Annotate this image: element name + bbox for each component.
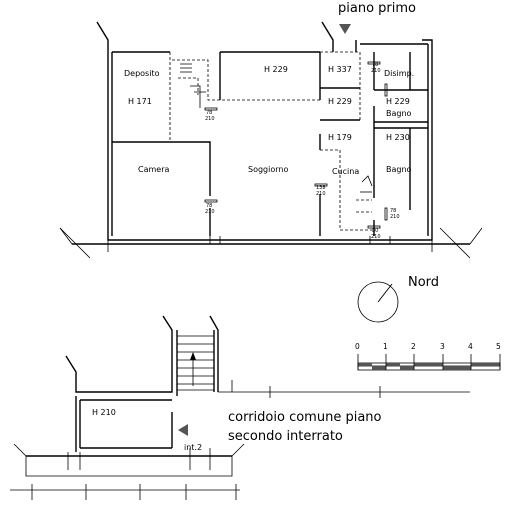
- scale-tick-4: 4: [468, 342, 473, 351]
- room-height-bagno-small: H 229: [386, 97, 410, 106]
- compass: Nord: [357, 275, 439, 323]
- door-dim-6-width: 78: [390, 208, 396, 214]
- room-cucina-label: Cucina: [332, 167, 359, 176]
- unit-entrance-arrow-icon: [178, 424, 188, 436]
- door-dim-4-width: 78: [372, 62, 378, 68]
- upper-floor-plan: Deposito H 171 H 229 H 337 Disimp. H 229…: [59, 21, 483, 259]
- scale-tick-0: 0: [355, 342, 360, 351]
- corridor-label-line1: corridoio comune piano: [228, 410, 382, 425]
- room-height-corridor: H 229: [328, 97, 352, 106]
- room-height-ingresso: H 337: [328, 65, 352, 74]
- scale-bar: 0 1 2 3 4 5: [355, 342, 501, 371]
- room-height-bagno: H 230: [386, 133, 410, 142]
- door-dim-3-width: 138: [316, 185, 326, 191]
- compass-circle-icon: [357, 281, 399, 323]
- door-dim-3-height: 210: [316, 191, 326, 197]
- scale-tick-2: 2: [411, 342, 416, 351]
- compass-label: Nord: [408, 275, 439, 290]
- room-height-cucina: H 179: [328, 133, 352, 142]
- lower-floor-plan: H 210 corridoio comune piano secondo int…: [10, 315, 470, 500]
- room-height-deposito: H 171: [128, 97, 152, 106]
- door-dim-4-height: 210: [371, 68, 381, 74]
- door-dim-1-width: 78: [206, 110, 212, 116]
- unit-label: int.2: [184, 443, 202, 452]
- door-dim-2-width: 78: [206, 203, 212, 209]
- scale-tick-3: 3: [440, 342, 445, 351]
- corridor-label-line2: secondo interrato: [228, 429, 343, 444]
- door-dim-1-height: 210: [205, 116, 215, 122]
- room-soggiorno-label: Soggiorno: [248, 165, 288, 174]
- scale-tick-5: 5: [496, 342, 501, 351]
- room-disimpegno-label: Disimp.: [384, 69, 414, 78]
- room-bagno-label: Bagno: [386, 165, 412, 174]
- scale-tick-1: 1: [383, 342, 388, 351]
- room-height-soggiorno-top: H 229: [264, 65, 288, 74]
- door-dim-5-height: 210: [371, 234, 381, 240]
- room-deposito-label: Deposito: [124, 69, 160, 78]
- room-height-interrato: H 210: [92, 408, 116, 417]
- north-arrow-icon: [377, 283, 393, 303]
- room-bagno-small-label: Bagno: [386, 109, 412, 118]
- door-dim-5-width: 80: [372, 228, 378, 234]
- room-camera-label: Camera: [138, 165, 169, 174]
- entrance-arrow-icon: [339, 24, 351, 34]
- door-dim-2-height: 210: [205, 209, 215, 215]
- door-dim-6-height: 210: [390, 214, 400, 220]
- plan-title: piano primo: [338, 1, 416, 16]
